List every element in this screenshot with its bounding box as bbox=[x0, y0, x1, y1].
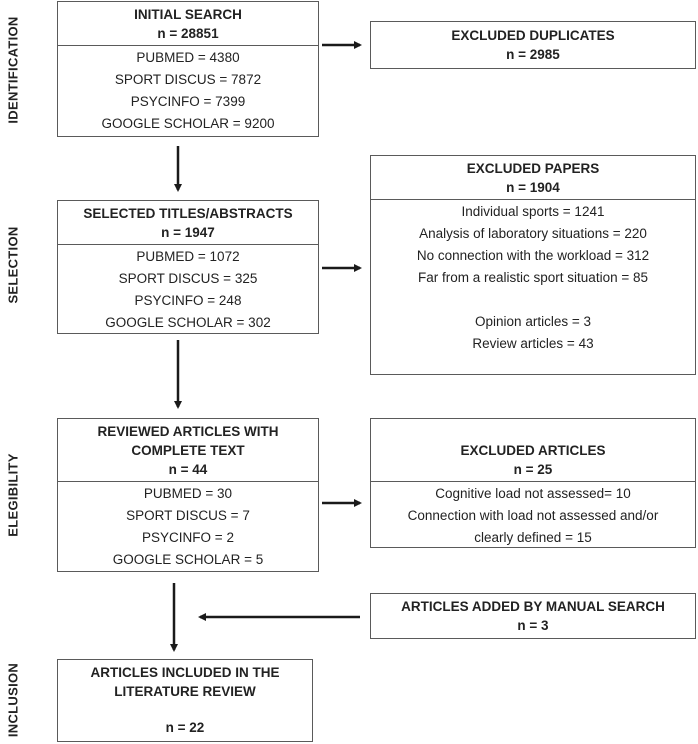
spacer bbox=[375, 289, 691, 311]
spacer bbox=[62, 701, 308, 718]
excluded-duplicates-box: EXCLUDED DUPLICATES n = 2985 bbox=[370, 21, 696, 69]
source-psycinfo: PSYCINFO = 248 bbox=[134, 293, 242, 308]
source-psycinfo: PSYCINFO = 7399 bbox=[130, 94, 246, 109]
reason-connection-load-1: Connection with load not assessed and/or bbox=[407, 508, 659, 523]
reviewed-title-2: COMPLETE TEXT bbox=[131, 443, 245, 458]
reviewed-box: REVIEWED ARTICLES WITH COMPLETE TEXT n =… bbox=[57, 418, 319, 572]
source-pubmed: PUBMED = 30 bbox=[143, 486, 233, 501]
selected-n: n = 1947 bbox=[161, 225, 215, 240]
excluded-articles-title: EXCLUDED ARTICLES bbox=[460, 443, 606, 458]
manual-search-title: ARTICLES ADDED BY MANUAL SEARCH bbox=[401, 599, 665, 614]
included-title-1: ARTICLES INCLUDED IN THE bbox=[90, 665, 280, 680]
reason-connection-load-2: clearly defined = 15 bbox=[474, 530, 592, 545]
source-psycinfo: PSYCINFO = 2 bbox=[142, 530, 234, 545]
selected-box: SELECTED TITLES/ABSTRACTS n = 1947 PUBME… bbox=[57, 200, 319, 334]
selected-title: SELECTED TITLES/ABSTRACTS bbox=[83, 206, 293, 221]
reason-laboratory: Analysis of laboratory situations = 220 bbox=[419, 226, 647, 241]
source-sport-discus: SPORT DISCUS = 325 bbox=[118, 271, 258, 286]
included-box: ARTICLES INCLUDED IN THE LITERATURE REVI… bbox=[57, 659, 313, 742]
excluded-articles-n: n = 25 bbox=[513, 462, 553, 477]
source-sport-discus: SPORT DISCUS = 7 bbox=[126, 508, 250, 523]
reason-review: Review articles = 43 bbox=[472, 336, 594, 351]
initial-search-box: INITIAL SEARCH n = 28851 PUBMED = 4380 S… bbox=[57, 1, 319, 137]
excluded-articles-box: EXCLUDED ARTICLES n = 25 Cognitive load … bbox=[370, 418, 696, 548]
source-pubmed: PUBMED = 4380 bbox=[136, 50, 240, 65]
included-title-2: LITERATURE REVIEW bbox=[114, 684, 256, 699]
reason-cognitive-load: Cognitive load not assessed= 10 bbox=[435, 486, 631, 501]
reason-no-workload: No connection with the workload = 312 bbox=[416, 248, 650, 263]
source-sport-discus: SPORT DISCUS = 7872 bbox=[114, 72, 262, 87]
excluded-duplicates-title: EXCLUDED DUPLICATES bbox=[451, 28, 615, 43]
source-google-scholar: GOOGLE SCHOLAR = 302 bbox=[105, 315, 271, 330]
initial-search-n: n = 28851 bbox=[157, 26, 219, 41]
reason-individual-sports: Individual sports = 1241 bbox=[461, 204, 605, 219]
source-google-scholar: GOOGLE SCHOLAR = 5 bbox=[112, 552, 264, 567]
manual-search-n: n = 3 bbox=[517, 618, 549, 633]
excluded-papers-title: EXCLUDED PAPERS bbox=[466, 161, 600, 176]
source-pubmed: PUBMED = 1072 bbox=[136, 249, 240, 264]
excluded-papers-box: EXCLUDED PAPERS n = 1904 Individual spor… bbox=[370, 155, 696, 375]
reviewed-title-1: REVIEWED ARTICLES WITH bbox=[97, 424, 279, 439]
source-google-scholar: GOOGLE SCHOLAR = 9200 bbox=[101, 116, 275, 131]
initial-search-title: INITIAL SEARCH bbox=[134, 7, 242, 22]
reviewed-n: n = 44 bbox=[168, 462, 208, 477]
reason-opinion: Opinion articles = 3 bbox=[475, 314, 591, 329]
reason-unrealistic: Far from a realistic sport situation = 8… bbox=[418, 270, 648, 285]
excluded-papers-n: n = 1904 bbox=[506, 180, 560, 195]
excluded-duplicates-n: n = 2985 bbox=[506, 47, 560, 62]
included-n: n = 22 bbox=[165, 720, 205, 735]
manual-search-box: ARTICLES ADDED BY MANUAL SEARCH n = 3 bbox=[370, 593, 696, 639]
